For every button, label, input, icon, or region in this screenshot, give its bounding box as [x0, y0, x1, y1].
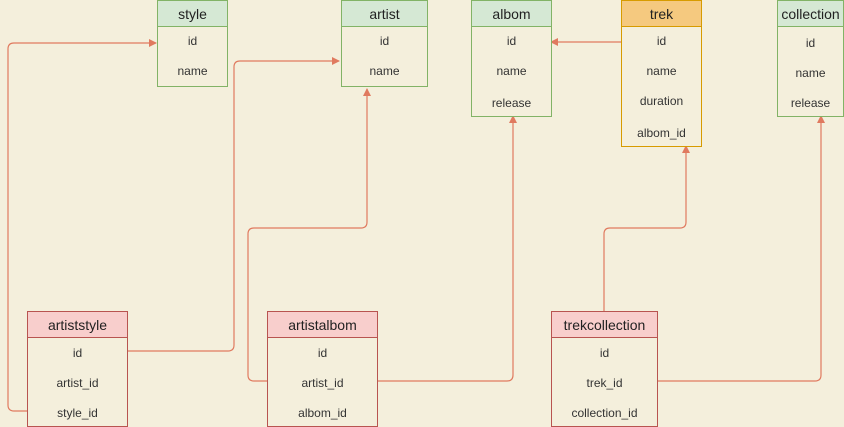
entity-albom[interactable]: albom id name release [471, 0, 552, 117]
entity-artiststyle[interactable]: artiststyle id artist_id style_id [27, 311, 128, 427]
entity-artistalbom[interactable]: artistalbom id artist_id albom_id [267, 311, 378, 427]
field-id: id [72, 346, 83, 360]
field-id: id [599, 346, 610, 360]
link-trekcollection-trek [603, 145, 690, 311]
field-artist-id: artist_id [301, 376, 344, 390]
field-id: id [187, 34, 198, 48]
field-albom-id: albom_id [637, 126, 686, 140]
entity-title: style [158, 1, 227, 27]
field-release: release [491, 96, 532, 110]
entity-title: trek [622, 1, 701, 27]
field-id: id [379, 34, 390, 48]
entity-title: artistalbom [268, 312, 377, 338]
field-name: name [646, 64, 677, 78]
field-albom-id: albom_id [298, 406, 347, 420]
entity-title: trekcollection [552, 312, 657, 338]
field-name: name [496, 64, 527, 78]
field-name: name [795, 66, 826, 80]
field-duration: duration [639, 94, 684, 108]
entity-style[interactable]: style id name [157, 0, 228, 87]
entity-title: artist [342, 1, 427, 27]
entity-trekcollection[interactable]: trekcollection id trek_id collection_id [551, 311, 658, 427]
entity-artist[interactable]: artist id name [341, 0, 428, 87]
link-trekcollection-collection [658, 115, 825, 382]
field-id: id [805, 36, 816, 50]
field-artist-id: artist_id [56, 376, 99, 390]
field-collection-id: collection_id [571, 406, 638, 420]
field-release: release [790, 96, 831, 110]
link-artiststyle-artist [128, 57, 340, 352]
entity-trek[interactable]: trek id name duration albom_id [621, 0, 702, 147]
entity-title: artiststyle [28, 312, 127, 338]
field-style-id: style_id [57, 406, 98, 420]
entity-collection[interactable]: collection id name release [777, 0, 844, 117]
field-id: id [506, 34, 517, 48]
field-name: name [177, 64, 208, 78]
field-name: name [369, 64, 400, 78]
link-artistalbom-artist [247, 88, 371, 382]
link-artiststyle-style [7, 39, 157, 412]
field-trek-id: trek_id [586, 376, 623, 390]
field-id: id [656, 34, 667, 48]
entity-title: collection [778, 1, 843, 27]
entity-title: albom [472, 1, 551, 27]
field-id: id [317, 346, 328, 360]
link-artistalbom-albom [378, 115, 517, 382]
